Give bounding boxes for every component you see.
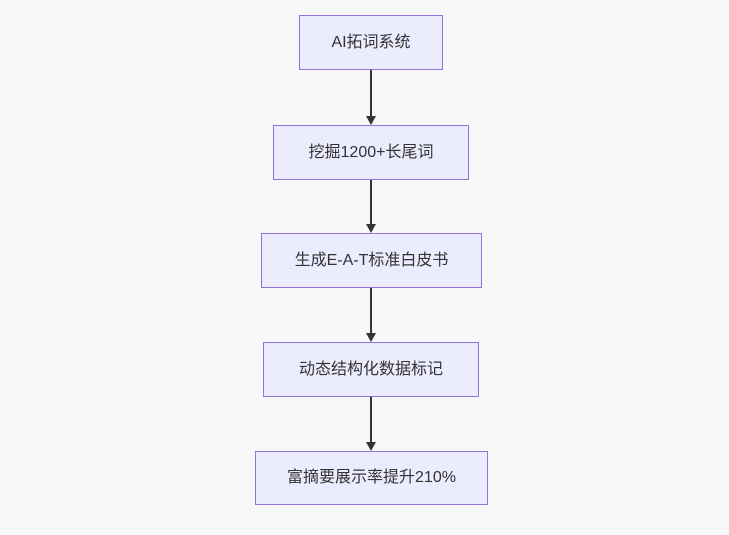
- arrowhead-down-icon: [366, 224, 376, 233]
- flowchart-node-mine-longtail-keywords: 挖掘1200+长尾词: [273, 125, 469, 180]
- flowchart-node-generate-eat-whitepaper: 生成E-A-T标准白皮书: [261, 233, 482, 288]
- flowchart-node-ai-word-expansion-system: AI拓词系统: [299, 15, 443, 70]
- node-label: 富摘要展示率提升210%: [287, 469, 456, 487]
- flowchart-edge-3: [366, 288, 376, 342]
- edge-line: [370, 180, 372, 224]
- flowchart-node-dynamic-structured-data-markup: 动态结构化数据标记: [263, 342, 479, 397]
- edge-line: [370, 397, 372, 442]
- flowchart-edge-4: [366, 397, 376, 451]
- arrowhead-down-icon: [366, 333, 376, 342]
- node-label: AI拓词系统: [331, 33, 411, 51]
- edge-line: [370, 288, 372, 333]
- flowchart-node-rich-snippet-rate-increase: 富摘要展示率提升210%: [255, 451, 488, 505]
- flowchart-edge-2: [366, 180, 376, 233]
- edge-line: [370, 70, 372, 116]
- node-label: 生成E-A-T标准白皮书: [294, 251, 449, 269]
- arrowhead-down-icon: [366, 442, 376, 451]
- node-label: 挖掘1200+长尾词: [308, 143, 434, 161]
- arrowhead-down-icon: [366, 116, 376, 125]
- node-label: 动态结构化数据标记: [298, 360, 443, 378]
- flowchart-edge-1: [366, 70, 376, 125]
